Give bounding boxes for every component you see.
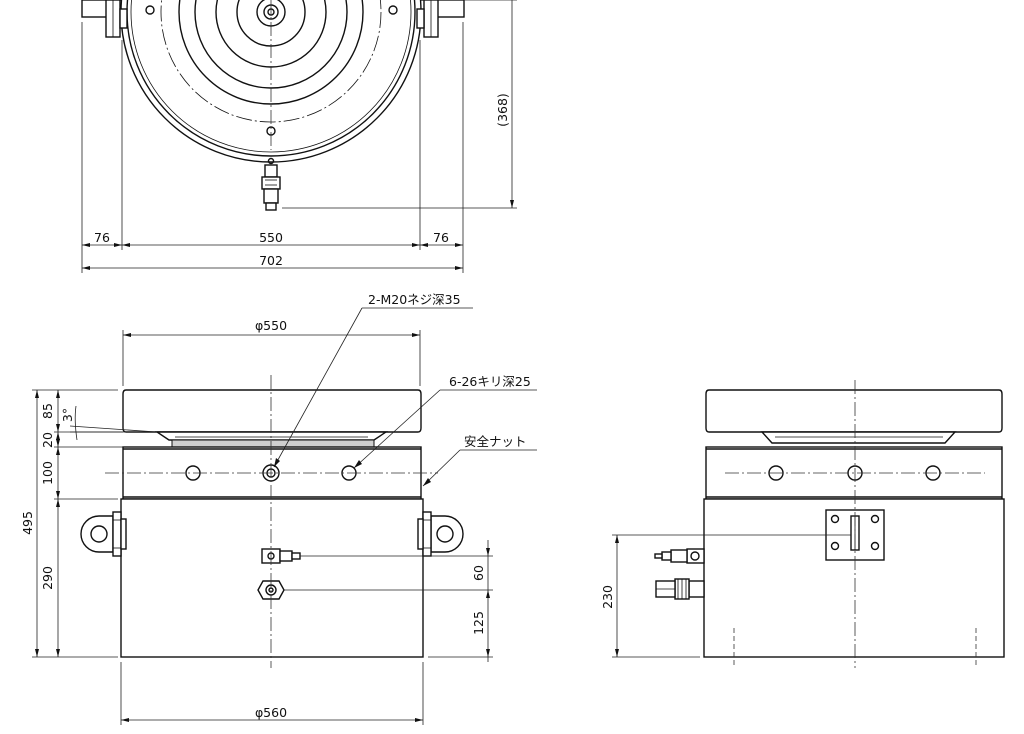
dim-702: 702: [259, 253, 283, 268]
callout-nut: 安全ナット: [422, 434, 537, 487]
dim-60: 60: [471, 565, 486, 581]
callout-screw: 2-M20ネジ深35: [273, 292, 473, 468]
front-left-lug: [80, 511, 127, 557]
angle-dim: 3°: [60, 405, 158, 441]
callout-drill-label: 6-26キリ深25: [449, 374, 531, 389]
side-view: 230: [600, 380, 1005, 668]
side-height-dim: 230: [600, 535, 700, 658]
top-view: 76 550 76 702 (368): [81, 0, 517, 273]
front-left-vertical-dims: 495 85 20 100 290: [20, 389, 123, 658]
side-coupler-upper: [654, 548, 705, 564]
front-right-vertical-dims: 60 125: [284, 540, 493, 662]
dim-phi560-label: φ560: [255, 705, 287, 720]
dim-phi550-label: φ550: [255, 318, 287, 333]
dim-125: 125: [471, 611, 486, 635]
top-height-dim: (368): [282, 0, 517, 209]
side-coupler-lower: [655, 578, 705, 600]
top-width-dims: 76 550 76 702: [81, 22, 464, 273]
dim-100: 100: [40, 461, 55, 485]
front-view: φ550 φ560: [20, 292, 537, 725]
dim-85: 85: [40, 403, 55, 419]
dim-230: 230: [600, 585, 615, 609]
dim-76-right: 76: [433, 230, 449, 245]
dim-phi560: φ560: [120, 662, 424, 725]
dim-angle-3: 3°: [60, 408, 75, 422]
dim-495: 495: [20, 511, 35, 535]
callout-nut-label: 安全ナット: [464, 434, 527, 449]
dim-76-left: 76: [94, 230, 110, 245]
top-coupler: [261, 164, 281, 211]
callout-drill: 6-26キリ深25: [353, 374, 537, 469]
dim-20: 20: [40, 432, 55, 448]
dim-368: (368): [495, 93, 510, 127]
dim-290: 290: [40, 566, 55, 590]
front-right-lug: [417, 511, 464, 557]
dim-phi550: φ550: [122, 318, 421, 386]
dim-550-top: 550: [259, 230, 283, 245]
callout-screw-label: 2-M20ネジ深35: [368, 292, 461, 307]
